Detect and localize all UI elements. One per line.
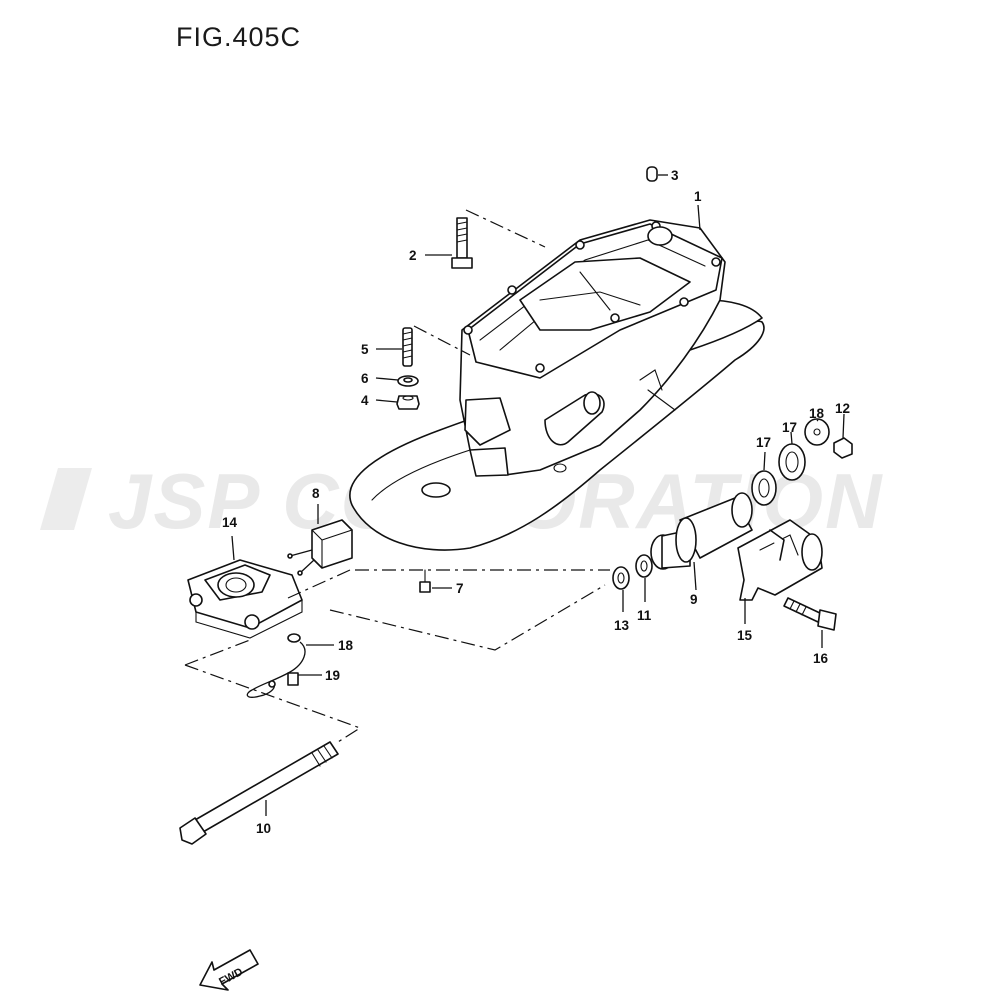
callout-16: 16 [813, 651, 829, 666]
ground-wire [246, 633, 306, 698]
driveshaft-housing [349, 219, 765, 551]
pivot-shaft [650, 492, 753, 570]
callout-17b: 17 [782, 420, 797, 435]
callout-11: 11 [637, 608, 652, 623]
washer-part-11 [635, 554, 653, 578]
washer-part-6 [397, 375, 419, 387]
callout-12: 12 [835, 401, 850, 416]
callout-5: 5 [361, 342, 369, 357]
callout-7: 7 [456, 581, 464, 596]
long-bolt [179, 741, 339, 845]
figure-title: FIG.405C [176, 22, 301, 52]
callout-2: 2 [409, 248, 417, 263]
bolt-part-2 [451, 217, 473, 269]
callout-15: 15 [737, 628, 753, 643]
callout-17a: 17 [756, 435, 771, 450]
leader-lines [231, 174, 845, 816]
clamp-part-15 [737, 519, 823, 601]
callout-3: 3 [671, 168, 679, 183]
mount-bracket [187, 559, 303, 639]
callout-9: 9 [690, 592, 698, 607]
callout-20: 19 [325, 668, 340, 683]
washer-part-18 [804, 418, 830, 446]
callout-labels: 3 1 2 5 6 4 7 8 14 18 19 10 13 11 9 15 1… [222, 168, 850, 836]
stud-bolt [402, 327, 413, 367]
zinc-anode [287, 519, 353, 576]
callout-6: 6 [361, 371, 369, 386]
callout-8: 8 [312, 486, 320, 501]
nut-part-12 [833, 437, 853, 459]
callout-19: 18 [338, 638, 354, 653]
washer-part-13 [612, 566, 630, 590]
callout-18: 18 [809, 406, 825, 421]
assembly-lines [184, 209, 610, 743]
fwd-arrow: FWD [199, 949, 259, 991]
dowel-pin [646, 166, 658, 182]
bolt-part-16 [783, 597, 837, 631]
callout-1: 1 [694, 189, 702, 204]
washer-part-17b [778, 443, 806, 481]
washer-part-17a [751, 470, 777, 506]
callout-14: 14 [222, 515, 238, 530]
callout-4: 4 [361, 393, 369, 408]
callout-13: 13 [614, 618, 630, 633]
nut-part-4 [396, 395, 420, 410]
callout-10: 10 [256, 821, 271, 836]
screw-part-7 [419, 569, 431, 593]
